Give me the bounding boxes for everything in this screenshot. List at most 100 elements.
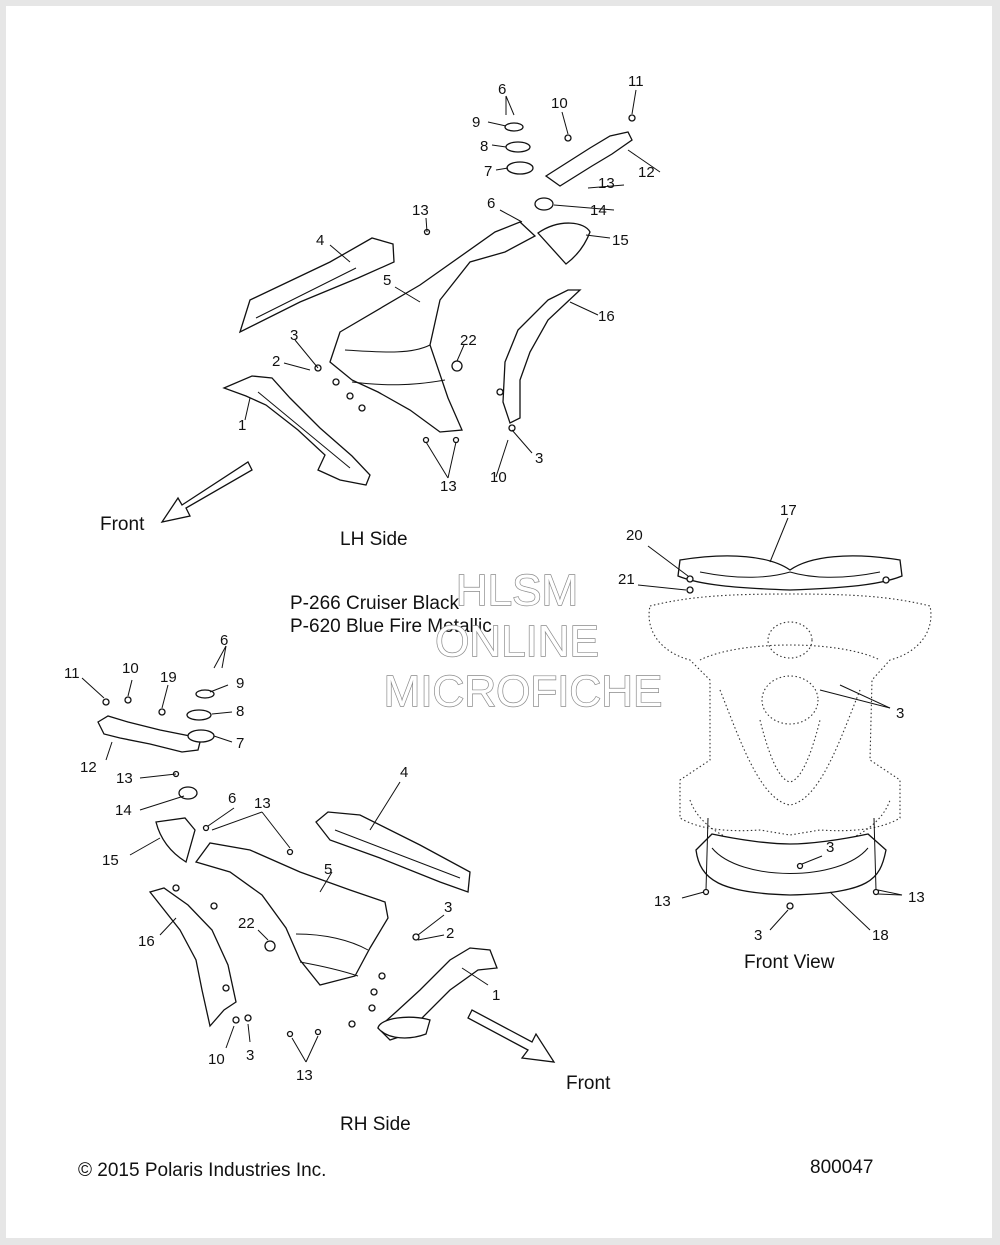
rh-front-label: Front (566, 1073, 611, 1094)
front-fasteners (686, 575, 890, 910)
rh-fasteners (102, 696, 420, 1038)
lh-side-title: LH Side (340, 529, 408, 550)
lh-part-8-ring (505, 141, 531, 153)
callout-10: 10 (551, 95, 568, 112)
callout-3: 3 (246, 1047, 254, 1064)
callout-2: 2 (446, 925, 454, 942)
callout-2: 2 (272, 353, 280, 370)
callout-7: 7 (484, 163, 492, 180)
paint-code-1: P-266 Cruiser Black (290, 593, 459, 614)
rh-part-5-side-cover (194, 842, 389, 986)
callout-13: 13 (598, 175, 615, 192)
rh-part-7-seal (187, 729, 215, 743)
lh-part-12-bracket (544, 131, 633, 187)
rh-part-22-nut (264, 940, 276, 952)
callout-3: 3 (826, 839, 834, 856)
callout-12: 12 (80, 759, 97, 776)
callout-16: 16 (138, 933, 155, 950)
callout-13: 13 (654, 893, 671, 910)
callout-8: 8 (480, 138, 488, 155)
rh-side-title: RH Side (340, 1114, 411, 1135)
callout-6: 6 (228, 790, 236, 807)
lh-front-label: Front (100, 514, 145, 535)
callout-19: 19 (160, 669, 177, 686)
callout-8: 8 (236, 703, 244, 720)
rh-part-1-end-cap (377, 1016, 431, 1039)
front-bracket-lines (705, 817, 877, 891)
callout-1: 1 (238, 417, 246, 434)
paint-code-2: P-620 Blue Fire Metallic (290, 616, 492, 637)
callout-20: 20 (626, 527, 643, 544)
callout-6: 6 (220, 632, 228, 649)
front-callouts: 17 20 21 3 3 13 13 3 18 (618, 502, 925, 944)
callout-7: 7 (236, 735, 244, 752)
callout-9: 9 (472, 114, 480, 131)
callout-3: 3 (754, 927, 762, 944)
watermark: HLSM ONLINE MICROFICHE (383, 565, 663, 716)
callout-1: 1 (492, 987, 500, 1004)
callout-5: 5 (383, 272, 391, 289)
lh-front-arrow (160, 461, 253, 523)
lh-part-7-seal (506, 161, 534, 175)
captions: Front LH Side P-266 Cruiser Black P-620 … (78, 514, 873, 1181)
rh-part-16-trim (148, 887, 237, 1028)
lh-leaders (244, 89, 661, 479)
callout-14: 14 (115, 802, 132, 819)
lh-part-9-plate (504, 122, 524, 132)
rh-part-12-bracket (97, 715, 201, 753)
callout-11: 11 (628, 73, 644, 90)
front-body-outline (648, 593, 932, 836)
rh-leaders (81, 645, 489, 1063)
callout-22: 22 (238, 915, 255, 932)
callout-14: 14 (590, 202, 607, 219)
callout-6: 6 (487, 195, 495, 212)
front-view-title: Front View (744, 952, 835, 973)
watermark-line-1: HLSM (456, 566, 578, 615)
front-part-17-cowl (677, 555, 903, 591)
callout-17: 17 (780, 502, 797, 519)
lh-part-4-side-panel (238, 237, 395, 334)
callout-16: 16 (598, 308, 615, 325)
watermark-line-3: MICROFICHE (384, 667, 663, 716)
callout-5: 5 (324, 861, 332, 878)
callout-13: 13 (412, 202, 429, 219)
rh-part-9-plate (195, 689, 215, 699)
callout-6: 6 (498, 81, 506, 98)
callout-3: 3 (444, 899, 452, 916)
callout-21: 21 (618, 571, 635, 588)
callout-9: 9 (236, 675, 244, 692)
rh-part-8-ring (186, 709, 212, 721)
callout-15: 15 (612, 232, 629, 249)
lh-part-15-deflector (537, 222, 591, 265)
rh-front-arrow (467, 1009, 556, 1063)
callout-4: 4 (316, 232, 324, 249)
callout-3: 3 (896, 705, 904, 722)
callout-10: 10 (208, 1051, 225, 1068)
callout-11: 11 (64, 665, 80, 682)
front-leaders (637, 517, 903, 931)
lh-part-16-trim (502, 289, 582, 424)
rh-side-view (81, 645, 556, 1063)
lh-side-view (160, 89, 661, 523)
callout-15: 15 (102, 852, 119, 869)
drawing-number: 800047 (810, 1157, 873, 1178)
callout-12: 12 (638, 164, 655, 181)
callout-13: 13 (116, 770, 133, 787)
callout-13: 13 (440, 478, 457, 495)
lh-part-1-lower-trim (222, 375, 371, 486)
callout-13: 13 (254, 795, 271, 812)
lh-fasteners (314, 114, 636, 444)
lh-part-5-side-cover (329, 221, 537, 433)
callout-22: 22 (460, 332, 477, 349)
front-view (637, 517, 932, 931)
callout-18: 18 (872, 927, 889, 944)
rh-part-15-deflector (155, 817, 196, 864)
front-part-18-valance (695, 833, 887, 896)
callout-13: 13 (296, 1067, 313, 1084)
lh-part-22-nut (451, 360, 463, 372)
callout-10: 10 (490, 469, 507, 486)
rh-callouts: 6 9 8 7 19 10 11 12 13 14 6 13 15 4 5 16… (64, 632, 500, 1084)
watermark-line-2: ONLINE (435, 617, 599, 666)
callout-13: 13 (908, 889, 925, 906)
